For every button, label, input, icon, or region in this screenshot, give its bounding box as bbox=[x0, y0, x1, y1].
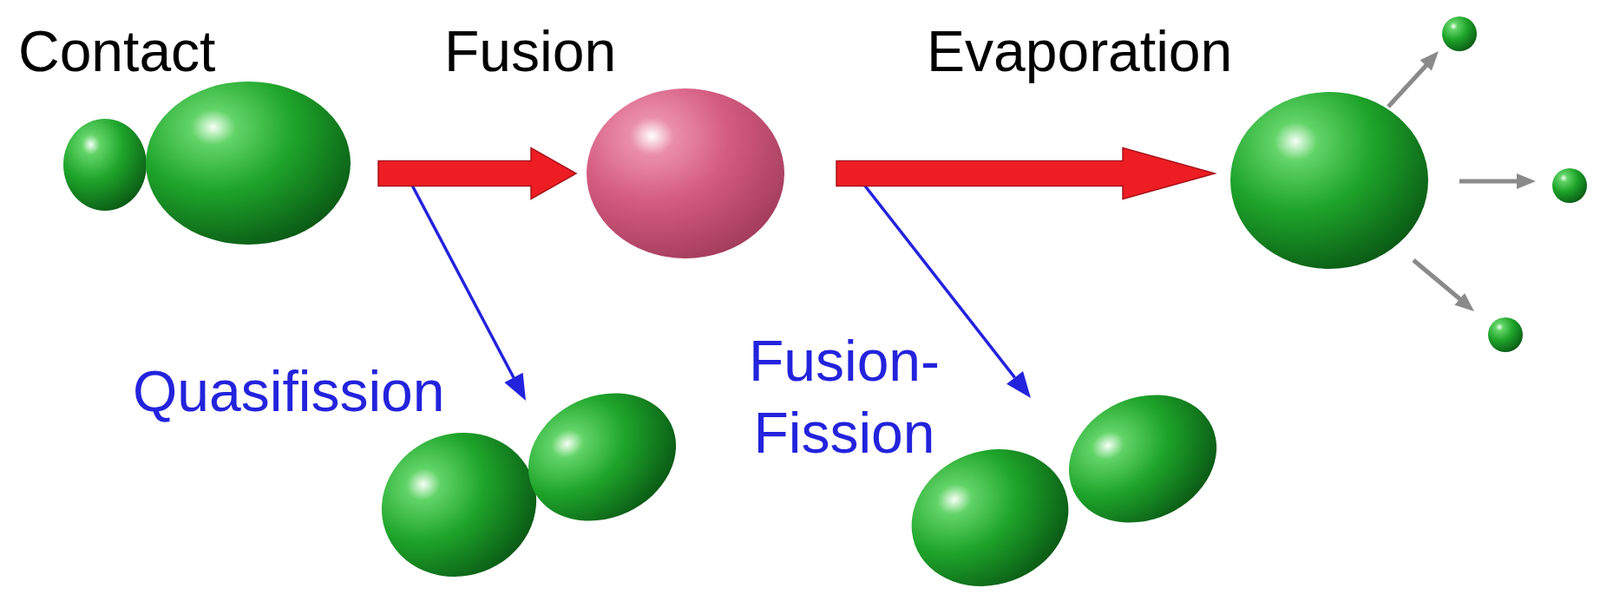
emitted-particle bbox=[1488, 317, 1523, 353]
evaporation-residue bbox=[1230, 91, 1429, 269]
stage-label: Contact bbox=[18, 15, 216, 88]
emission-arrowhead bbox=[1420, 51, 1440, 72]
stage-label: Quasifission bbox=[132, 355, 446, 428]
arrowhead bbox=[504, 373, 526, 401]
emission-arrowhead bbox=[1516, 173, 1536, 190]
fission-fragment bbox=[1048, 371, 1239, 546]
fission-fragment bbox=[360, 411, 557, 599]
evaporation-stage: Evaporation bbox=[1214, 86, 1441, 275]
arrowhead bbox=[1006, 371, 1031, 399]
branch-line bbox=[378, 180, 514, 378]
fusion-stage: Fusion bbox=[576, 86, 837, 261]
contact-stage: Contact bbox=[53, 78, 379, 252]
projectile-nucleus bbox=[63, 118, 147, 211]
emitted-particle bbox=[1442, 16, 1477, 52]
stage-label: Fusion bbox=[444, 15, 617, 88]
compound-nucleus bbox=[586, 88, 785, 259]
reaction-arrow bbox=[836, 148, 1215, 200]
main-arrows bbox=[378, 148, 1215, 200]
reaction-arrow-body bbox=[378, 148, 577, 200]
stage-label: Evaporation bbox=[926, 15, 1233, 88]
stage-label: Fusion-Fission bbox=[740, 325, 949, 469]
emission-arrow bbox=[1388, 64, 1428, 107]
emission-arrowhead bbox=[1454, 293, 1475, 312]
fission-fragment bbox=[507, 369, 698, 545]
emission-arrow bbox=[1459, 179, 1519, 184]
reaction-arrow-body bbox=[836, 148, 1215, 200]
emitted-particle bbox=[1552, 168, 1587, 204]
fusion-fission-outcome: Fusion-Fission bbox=[910, 398, 1221, 587]
target-nucleus bbox=[145, 81, 351, 245]
quasifission-outcome: Quasifission bbox=[378, 400, 681, 578]
emission-arrow bbox=[1413, 260, 1462, 301]
reaction-arrow bbox=[378, 148, 577, 200]
